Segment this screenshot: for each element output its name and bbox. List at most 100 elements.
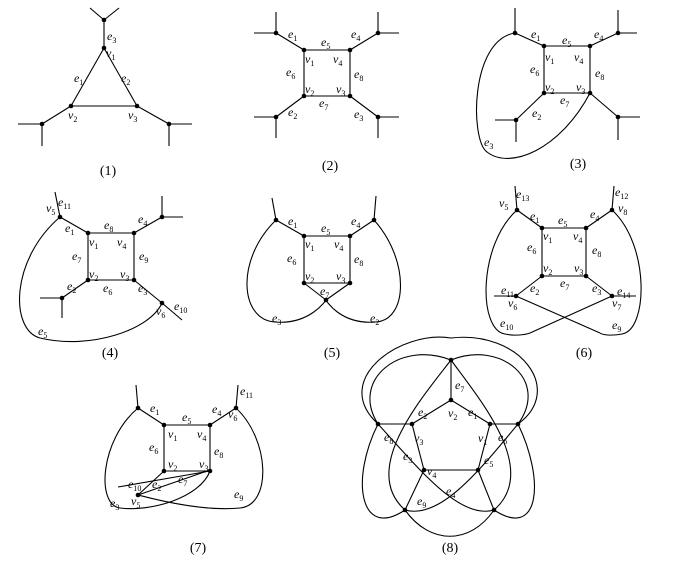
label-letter: e bbox=[562, 33, 568, 47]
label-letter: v bbox=[499, 196, 505, 210]
graph-vertex bbox=[233, 405, 239, 411]
label-subscript: 8 bbox=[623, 208, 627, 217]
label-subscript: 4 bbox=[202, 434, 206, 443]
label-letter: v bbox=[305, 269, 311, 283]
label-letter: e bbox=[150, 401, 156, 415]
graph-label: e9 bbox=[234, 487, 243, 503]
graph-edge bbox=[369, 354, 452, 425]
graph-label: e3 bbox=[403, 449, 412, 465]
label-subscript: 6 bbox=[291, 72, 295, 81]
label-subscript: 1 bbox=[473, 412, 477, 421]
graph-label: e4 bbox=[446, 484, 455, 500]
label-subscript: 2 bbox=[94, 274, 98, 283]
graph-label: e7 bbox=[560, 93, 569, 109]
graph-edge bbox=[275, 95, 305, 118]
label-letter: e bbox=[354, 67, 360, 81]
label-letter: e bbox=[527, 240, 533, 254]
label-letter: e bbox=[67, 279, 73, 293]
label-letter: v bbox=[427, 464, 433, 478]
label-subscript: 2 bbox=[126, 78, 130, 87]
label-letter: v bbox=[334, 237, 340, 251]
label-letter: v bbox=[120, 267, 126, 281]
label-subscript: 5 bbox=[563, 220, 567, 229]
label-letter: e bbox=[530, 209, 536, 223]
graph-edge bbox=[411, 423, 425, 471]
graph-vertex bbox=[301, 233, 307, 239]
label-subscript: 6 bbox=[503, 437, 507, 446]
graph-label: v3 bbox=[336, 82, 345, 98]
label-letter: e bbox=[65, 221, 71, 235]
label-letter: e bbox=[288, 214, 294, 228]
graph-label: e6 bbox=[527, 240, 536, 256]
label-letter: v bbox=[89, 267, 95, 281]
graph-edge bbox=[133, 216, 163, 234]
label-letter: e bbox=[530, 62, 536, 76]
graph-edge bbox=[117, 470, 211, 488]
graph-vertex bbox=[541, 90, 547, 96]
label-letter: v bbox=[414, 431, 420, 445]
label-subscript: 4 bbox=[143, 219, 147, 228]
label-subscript: 6 bbox=[161, 311, 165, 320]
graph-vertex bbox=[101, 45, 107, 51]
graph-label: e3 bbox=[592, 281, 601, 297]
graph-vertex bbox=[541, 43, 547, 49]
label-subscript: 1 bbox=[535, 216, 539, 225]
graph-label: e4 bbox=[590, 207, 599, 223]
graph-vertex bbox=[515, 421, 521, 427]
graph-vertex bbox=[375, 114, 381, 120]
label-subscript: 12 bbox=[620, 192, 628, 201]
graph-vertex bbox=[39, 121, 45, 127]
label-letter: e bbox=[139, 249, 145, 263]
graph-edge bbox=[516, 209, 543, 229]
label-subscript: 2 bbox=[423, 412, 427, 421]
label-letter: e bbox=[418, 405, 424, 419]
label-letter: v bbox=[168, 457, 174, 471]
graph-edge bbox=[404, 423, 519, 512]
panel-caption: (2) bbox=[322, 159, 339, 174]
graph-label: e4 bbox=[351, 27, 360, 43]
label-letter: e bbox=[287, 251, 293, 265]
label-letter: e bbox=[107, 29, 113, 43]
label-letter: e bbox=[288, 27, 294, 41]
graph-vertex bbox=[587, 43, 593, 49]
graph-label: e3 bbox=[138, 281, 147, 297]
graph-label: e10 bbox=[174, 299, 187, 315]
panel-caption: (5) bbox=[324, 346, 341, 361]
label-subscript: 4 bbox=[578, 236, 582, 245]
label-letter: e bbox=[121, 71, 127, 85]
graph-vertex bbox=[347, 280, 353, 286]
label-subscript: 14 bbox=[622, 291, 630, 300]
label-letter: e bbox=[446, 484, 452, 498]
label-letter: e bbox=[592, 243, 598, 257]
label-letter: v bbox=[508, 296, 514, 310]
graph-vertex bbox=[68, 103, 74, 109]
label-subscript: 3 bbox=[133, 115, 137, 124]
graph-label: v3 bbox=[576, 80, 585, 96]
label-subscript: 3 bbox=[125, 274, 129, 283]
graph-edge bbox=[450, 354, 529, 425]
label-subscript: 4 bbox=[122, 242, 126, 251]
graph-label: v1 bbox=[168, 427, 177, 443]
label-letter: e bbox=[272, 311, 278, 325]
label-subscript: 7 bbox=[617, 303, 621, 312]
graph-label: e2 bbox=[67, 279, 76, 295]
label-letter: e bbox=[530, 281, 536, 295]
graph-label: e7 bbox=[320, 284, 329, 300]
label-subscript: 9 bbox=[239, 494, 243, 503]
graph-label: v1 bbox=[106, 46, 115, 62]
label-letter: e bbox=[38, 324, 44, 338]
label-subscript: 1 bbox=[70, 228, 74, 237]
label-letter: e bbox=[498, 430, 504, 444]
label-letter: e bbox=[212, 402, 218, 416]
label-subscript: 4 bbox=[339, 244, 343, 253]
label-letter: v bbox=[336, 269, 342, 283]
label-letter: e bbox=[321, 35, 327, 49]
label-letter: e bbox=[468, 405, 474, 419]
graph-label: e5 bbox=[562, 33, 571, 49]
graph-label: e1 bbox=[65, 221, 74, 237]
graph-edge bbox=[89, 7, 105, 21]
label-letter: e bbox=[58, 195, 64, 209]
graph-edge bbox=[41, 105, 72, 125]
graph-label: v1 bbox=[89, 235, 98, 251]
label-subscript: 4 bbox=[217, 409, 221, 418]
